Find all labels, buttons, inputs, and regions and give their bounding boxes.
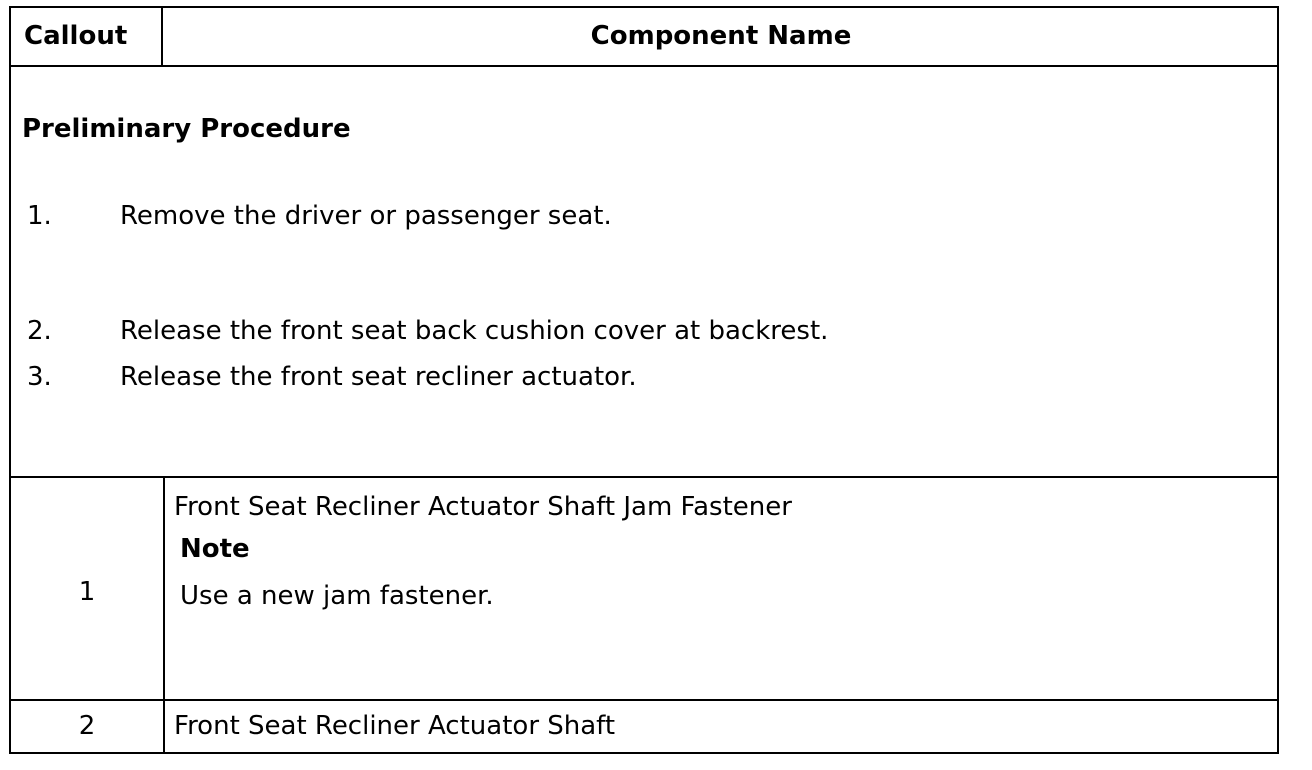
step-number: 3. [27, 362, 52, 392]
component-name-column-header: Component Name [590, 21, 852, 51]
callout-number: 1 [78, 577, 96, 607]
component-name-cell: Front Seat Recliner Actuator Shaft [165, 701, 1277, 752]
step-text: Remove the driver or passenger seat. [120, 201, 612, 231]
callout-cell: 1 [11, 478, 165, 699]
note-text: Use a new jam fastener. [180, 581, 494, 611]
component-name: Front Seat Recliner Actuator Shaft [174, 711, 616, 741]
component-name-cell: Front Seat Recliner Actuator Shaft Jam F… [165, 478, 1277, 699]
step-text: Release the front seat recliner actuator… [120, 362, 637, 392]
callout-cell: 2 [11, 701, 165, 752]
step-number: 2. [27, 316, 52, 346]
preliminary-procedure-section: Preliminary Procedure 1. Remove the driv… [11, 67, 1277, 478]
callout-number: 2 [78, 711, 96, 741]
component-name: Front Seat Recliner Actuator Shaft Jam F… [174, 492, 792, 522]
preliminary-procedure-title: Preliminary Procedure [22, 114, 351, 144]
step-number: 1. [27, 201, 52, 231]
table-header-row: Callout Component Name [11, 8, 1277, 67]
table-row: 2 Front Seat Recliner Actuator Shaft [11, 701, 1277, 752]
step-text: Release the front seat back cushion cove… [120, 316, 829, 346]
note-label: Note [180, 534, 250, 564]
callout-column-header: Callout [11, 8, 163, 65]
component-table: Callout Component Name Preliminary Proce… [9, 6, 1279, 754]
table-row: 1 Front Seat Recliner Actuator Shaft Jam… [11, 478, 1277, 701]
